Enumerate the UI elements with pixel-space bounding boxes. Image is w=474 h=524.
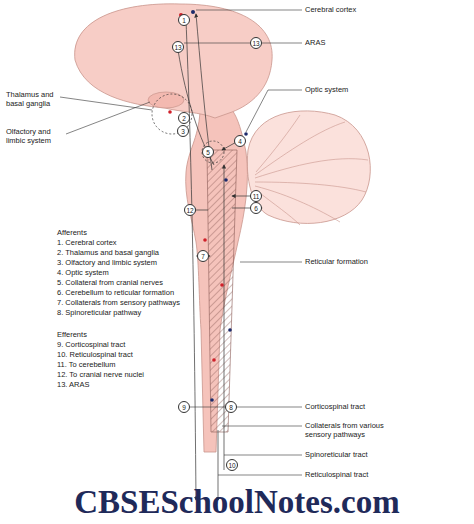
callout-number: 13: [252, 40, 259, 47]
callout-circle: 9: [178, 401, 190, 413]
part-label: 3. Olfactory and limbic system: [57, 258, 157, 267]
callout-circle: 2: [178, 112, 190, 124]
part-label: 13. ARAS: [57, 380, 90, 389]
part-label: 9. Corticospinal tract: [57, 340, 125, 349]
part-label: Efferents: [57, 330, 87, 339]
callout-circle: 13: [172, 41, 184, 53]
part-label: 12. To cranial nerve nuclei: [57, 370, 144, 379]
part-label: 2. Thalamus and basal ganglia: [57, 248, 159, 257]
callout-number: 12: [186, 207, 193, 214]
part-label: 4. Optic system: [57, 268, 109, 277]
callout-circle: 7: [197, 250, 209, 262]
part-label: Reticulospinal tract: [305, 470, 368, 479]
callout-number: 4: [238, 138, 242, 145]
part-label: 5. Collateral from cranial nerves: [57, 278, 163, 287]
part-label: 7. Collaterals from sensory pathways: [57, 298, 180, 307]
part-label: 10. Reticulospinal tract: [57, 350, 133, 359]
part-label: Optic system: [305, 85, 348, 94]
watermark: CBSESchoolNotes.com: [0, 484, 474, 521]
callout-number: 7: [201, 253, 205, 260]
callout-circle: 4: [234, 135, 246, 147]
part-label: 8. Spinoreticular pathway: [57, 308, 141, 317]
callout-circle: 13: [250, 37, 262, 49]
part-label: 1. Cerebral cortex: [57, 238, 117, 247]
callout-number: 13: [174, 44, 181, 51]
part-label: ARAS: [305, 38, 325, 47]
part-label: Reticular formation: [305, 257, 368, 266]
part-label: Olfactory and limbic system: [6, 127, 66, 145]
callout-circle: 3: [177, 125, 189, 137]
part-label: 11. To cerebellum: [57, 360, 116, 369]
callout-circle: 12: [184, 204, 196, 216]
callout-circle: 11: [250, 190, 262, 202]
callout-number: 11: [253, 193, 260, 200]
callout-number: 9: [182, 404, 186, 411]
callout-number: 10: [228, 462, 235, 469]
part-label: Afferents: [57, 228, 87, 237]
part-label: Cerebral cortex: [305, 5, 356, 14]
part-label: Collaterals from various sensory pathway…: [305, 421, 389, 439]
part-label: Thalamus and basal ganglia: [6, 90, 62, 108]
callout-number: 1: [182, 17, 186, 24]
callout-circle: 1: [178, 14, 190, 26]
callout-circle: 6: [250, 202, 262, 214]
callout-number: 8: [229, 404, 233, 411]
part-label: 6. Cerebellum to reticular formation: [57, 288, 174, 297]
callout-number: 3: [181, 128, 185, 135]
callout-number: 6: [254, 205, 258, 212]
part-label: Spinoreticular tract: [305, 450, 368, 459]
callout-circle: 5: [202, 146, 214, 158]
callout-number: 5: [206, 149, 210, 156]
callout-circle: 8: [225, 401, 237, 413]
part-label: Corticospinal tract: [305, 402, 365, 411]
callout-circle: 10: [226, 459, 238, 471]
callout-number: 2: [182, 115, 186, 122]
